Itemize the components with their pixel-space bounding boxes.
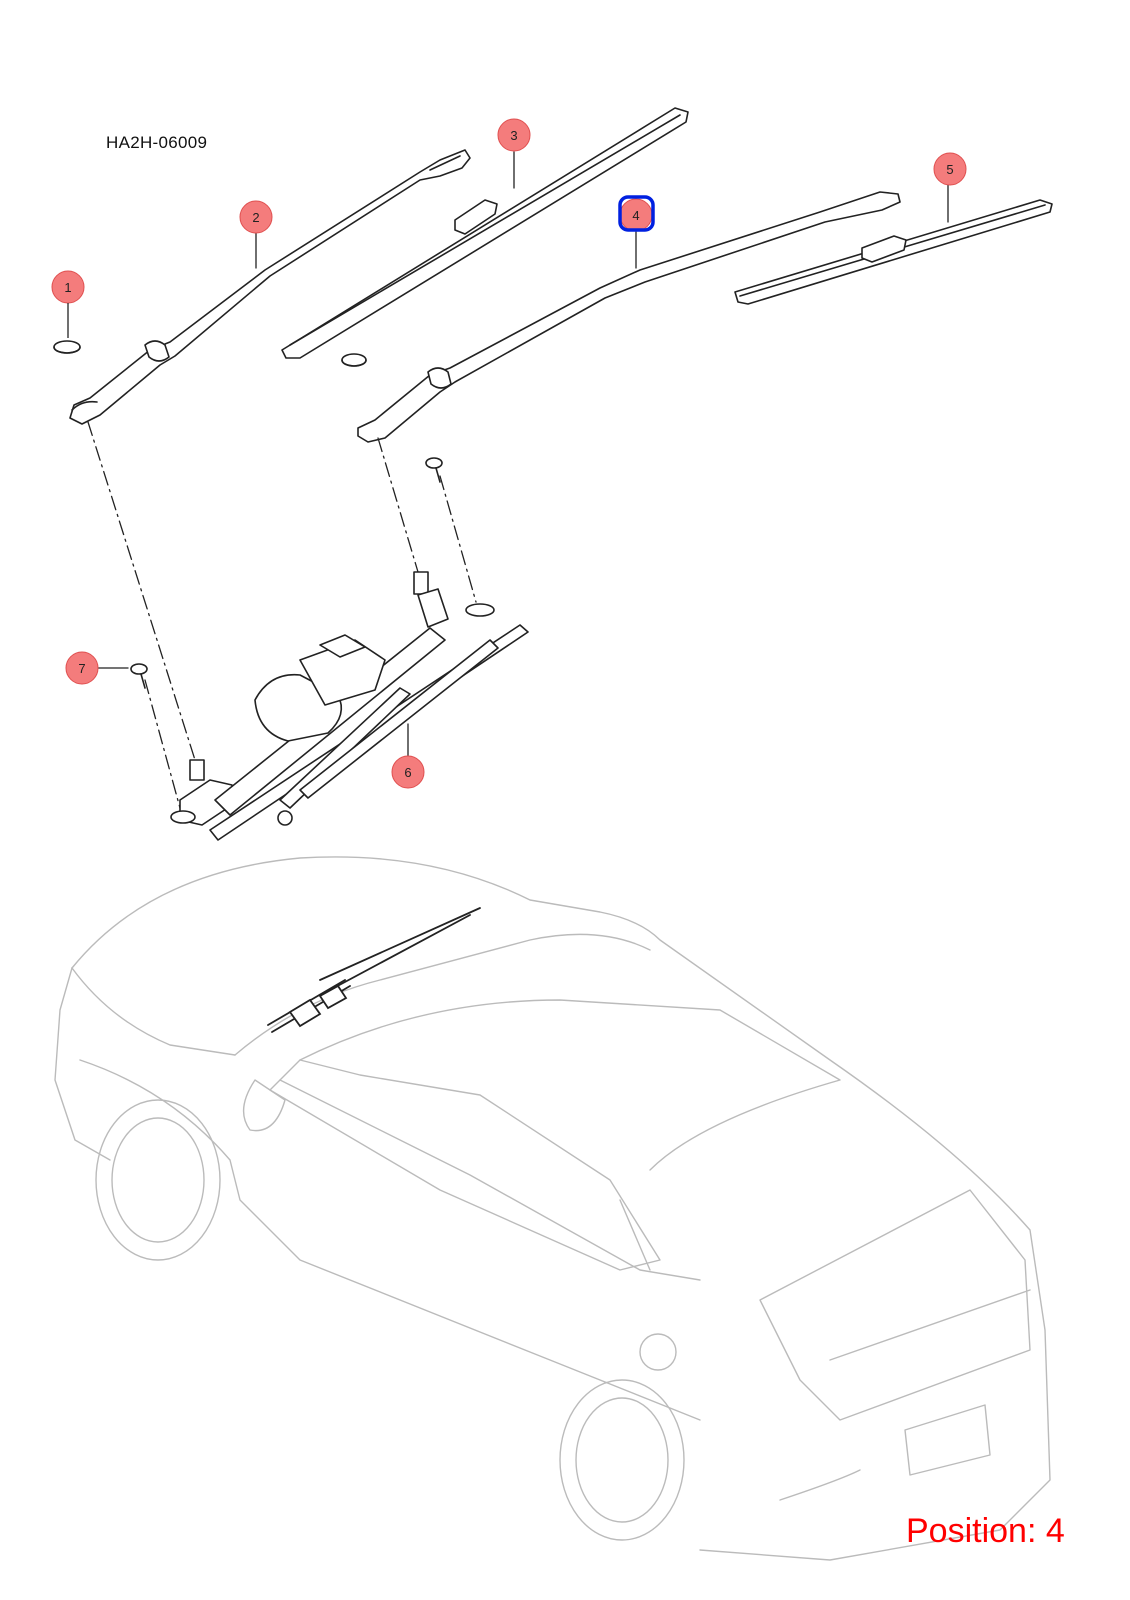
diagram-code: HA2H-06009 (106, 133, 208, 152)
wiper-arm-right-part-4 (357, 191, 901, 443)
callout-4-label: 4 (632, 208, 639, 223)
position-indicator: Position: 4 (906, 1512, 1065, 1550)
selected-callout-highlight (618, 195, 655, 232)
callout-1-label: 1 (64, 280, 71, 295)
arm-cap-part-1 (53, 340, 81, 354)
callout-7[interactable]: 7 (65, 651, 99, 685)
callout-7-label: 7 (78, 661, 85, 676)
vehicle-wiper-detail (267, 907, 481, 1033)
wiper-linkage-motor-part-6 (170, 571, 529, 841)
wiper-arm-left-part-2 (69, 149, 471, 425)
callout-5-label: 5 (946, 162, 953, 177)
wiper-blade-right-part-5 (734, 184, 1053, 305)
vehicle-outline (54, 856, 1051, 1561)
callout-1[interactable]: 1 (51, 270, 85, 304)
bolt-right (425, 457, 443, 483)
callout-3[interactable]: 3 (497, 118, 531, 152)
arm-cap-right (341, 353, 367, 367)
callout-6[interactable]: 6 (391, 755, 425, 789)
bolt-part-7 (97, 663, 148, 689)
callout-2[interactable]: 2 (239, 200, 273, 234)
wiper-blade-left-part-3 (281, 107, 689, 359)
callout-3-label: 3 (510, 128, 517, 143)
callout-2-label: 2 (252, 210, 259, 225)
callout-5[interactable]: 5 (933, 152, 967, 186)
assembly-centerlines (87, 421, 477, 809)
callout-4[interactable]: 4 (618, 195, 655, 232)
parts-artwork (53, 107, 1053, 841)
callout-6-label: 6 (404, 765, 411, 780)
